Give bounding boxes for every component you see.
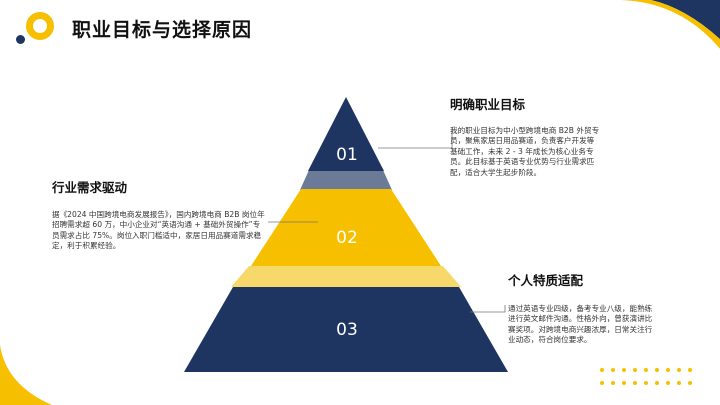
page-title: 职业目标与选择原因 — [72, 19, 253, 41]
connector-2-3 — [231, 266, 461, 287]
layer-1-number: 01 — [336, 145, 358, 165]
personal-connector-line — [470, 305, 506, 313]
pyramid-layer-3 — [184, 287, 508, 372]
logo-ring-icon — [26, 12, 54, 40]
industry-heading: 行业需求驱动 — [52, 180, 128, 195]
connector-1-2 — [300, 170, 392, 190]
goal-connector-line — [378, 127, 453, 149]
logo-dot-icon — [16, 35, 25, 44]
personal-heading: 个人特质适配 — [508, 273, 584, 288]
corner-decoration-bottom-left — [0, 345, 52, 405]
layer-3-number: 03 — [336, 320, 358, 340]
pyramid-layer-1 — [308, 97, 384, 171]
decorative-dots — [600, 368, 694, 387]
goal-heading: 明确职业目标 — [450, 97, 526, 112]
personal-text: 通过英语专业四级，备考专业八级，能熟练进行英文邮件沟通。性格外向，曾获演讲比赛奖… — [508, 304, 653, 345]
layer-2-number: 02 — [336, 228, 358, 248]
corner-decoration-top-right — [621, 0, 720, 49]
goal-text: 我的职业目标为中小型跨境电商 B2B 外贸专员，聚焦家居日用品赛道，负责客户开发… — [450, 126, 600, 177]
industry-text: 据《2024 中国跨境电商发展报告》，国内跨境电商 B2B 岗位年招聘需求超 6… — [52, 210, 265, 251]
pyramid-layer-2 — [251, 189, 441, 266]
